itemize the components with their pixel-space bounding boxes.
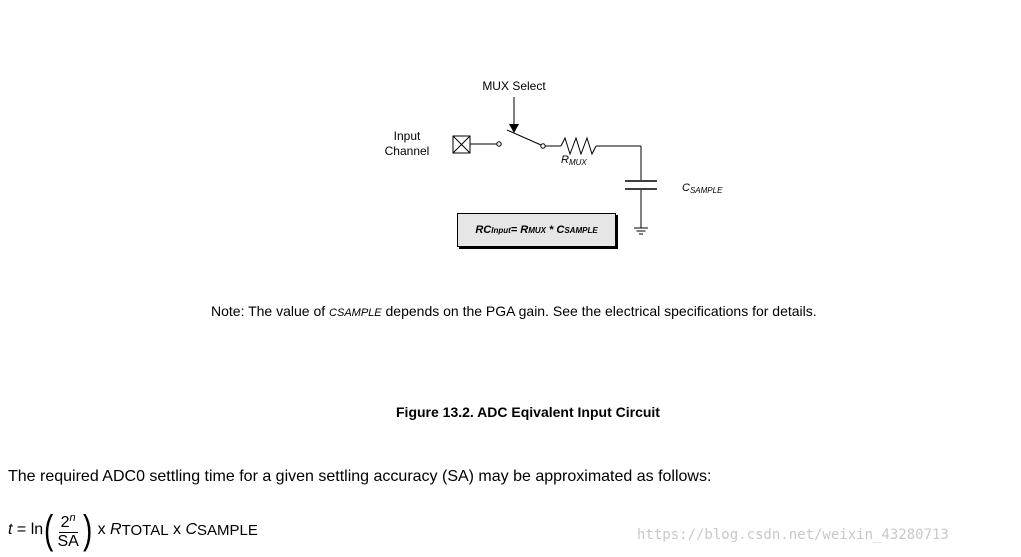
settling-time-paragraph: The required ADC0 settling time for a gi… [8, 468, 712, 485]
figure-caption: Figure 13.2. ADC Eqivalent Input Circuit [396, 404, 660, 420]
note-c-sample: CSAMPLE [329, 307, 382, 319]
c-sample-label: CSAMPLE [682, 182, 723, 195]
rc-c-subscript: SAMPLE [564, 225, 598, 235]
formula-c-subscript: SAMPLE [197, 521, 258, 539]
rc-subscript: Input [491, 225, 511, 235]
r-mux-label: RMUX [561, 154, 587, 167]
input-terminal-icon [452, 135, 471, 154]
rc-times-c: * C [545, 224, 565, 236]
formula-numerator: 2n [58, 509, 78, 533]
switch-contact-right [540, 143, 546, 149]
rc-r-subscript: MUX [528, 225, 546, 235]
formula-times-2: x [168, 521, 186, 538]
r-mux-resistor [560, 136, 597, 156]
mux-select-arrowhead [509, 124, 519, 133]
formula-times-1: x [93, 521, 111, 538]
formula-c: C [185, 521, 198, 538]
mux-switch-blade [506, 129, 542, 146]
circuit-diagram: MUX Select Input Channel RMUX CSAMPLE [385, 79, 723, 235]
note-suffix: depends on the PGA gain. See the electri… [381, 303, 817, 319]
formula-r: R [110, 521, 122, 538]
formula-ln: ln [30, 521, 44, 538]
rc-equals-r: = R [510, 224, 529, 236]
ground-icon [634, 227, 648, 235]
input-label-line1: Input [394, 129, 421, 143]
note-text: Note: The value of CSAMPLE depends on th… [211, 303, 817, 319]
mux-select-label: MUX Select [482, 79, 546, 93]
formula-t: t [8, 521, 13, 538]
formula-r-subscript: TOTAL [121, 521, 169, 539]
input-label-line2: Channel [385, 144, 430, 158]
switch-contact-left [496, 141, 502, 147]
rc-symbol: RC [475, 224, 492, 236]
formula-equals: = [12, 521, 31, 538]
watermark-url: https://blog.csdn.net/weixin_43280713 [637, 527, 949, 543]
formula-right-paren: ) [82, 508, 93, 552]
formula-left-paren: ( [44, 508, 54, 552]
note-prefix: Note: The value of [211, 303, 330, 319]
formula-denominator: SA [57, 533, 79, 550]
